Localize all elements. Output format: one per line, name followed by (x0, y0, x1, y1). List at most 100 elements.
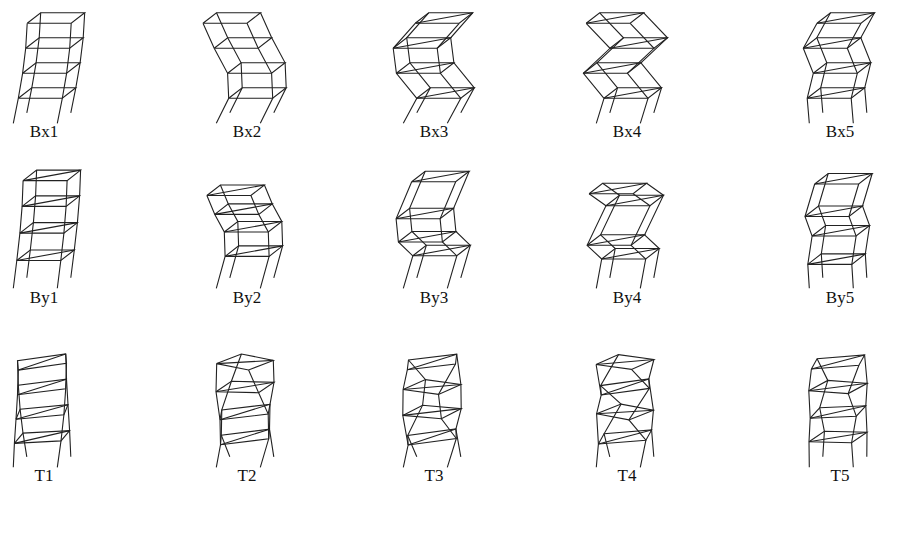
frame-mode-shape (596, 355, 654, 468)
mode-label: By4 (613, 288, 641, 308)
mode-label: Bx5 (826, 122, 854, 142)
frame-member (415, 13, 473, 23)
frame-member (456, 354, 461, 457)
frame-mode-shape (13, 170, 80, 288)
frame-member (810, 406, 866, 418)
frame-member (396, 208, 454, 219)
frame-member (396, 182, 413, 289)
frame-member (403, 380, 461, 395)
frame-member (604, 88, 662, 99)
frame-member (23, 170, 81, 181)
frame-member (407, 354, 456, 370)
frame-member (610, 38, 668, 49)
frame-member (601, 379, 649, 395)
frame-member (812, 226, 870, 237)
mode-label: T1 (35, 466, 54, 486)
frame-member (815, 174, 873, 185)
frame-member (398, 232, 456, 243)
frame-member (589, 183, 647, 194)
frame-member (809, 380, 867, 393)
frame-member (220, 404, 270, 419)
frame-member (403, 409, 461, 416)
frame-member (817, 13, 875, 23)
frame-member (583, 63, 641, 74)
frame-member (264, 185, 282, 278)
frame-member (596, 355, 654, 370)
frame-member (597, 410, 654, 413)
frame-member (809, 383, 867, 390)
frame-member (396, 63, 454, 74)
mode-label: T2 (238, 466, 257, 486)
frame-member (415, 13, 473, 23)
frame-member (214, 38, 272, 49)
frame-member (407, 354, 456, 370)
frame-member (810, 406, 866, 418)
frame-member (217, 354, 274, 370)
mode-label: Bx4 (613, 122, 641, 142)
frame-member (805, 206, 863, 217)
frame-member (13, 181, 23, 289)
frame-member (809, 431, 867, 442)
frame-member (228, 63, 286, 74)
frame-member (216, 382, 274, 391)
frame-member (220, 404, 270, 419)
frame-member (20, 223, 78, 234)
mode-label: T4 (618, 466, 637, 486)
frame-member (408, 429, 457, 445)
frame-member (811, 355, 864, 369)
frame-member (586, 13, 644, 23)
frame-mode-shape (403, 354, 461, 467)
frame-member (396, 63, 454, 74)
frame-member (805, 206, 863, 217)
frame-member (597, 404, 654, 420)
frame-member (598, 430, 651, 444)
frame-member (803, 38, 861, 49)
frame-member (215, 204, 272, 215)
frame-member (606, 195, 664, 206)
frame-member (229, 88, 287, 99)
frame-mode-shape (216, 354, 274, 467)
frame-member (26, 38, 83, 49)
frame-member (221, 429, 270, 445)
frame-member (610, 38, 668, 49)
frame-member (27, 13, 84, 23)
mode-label: By5 (826, 288, 854, 308)
frame-member (251, 196, 269, 289)
mode-label: By3 (420, 288, 448, 308)
frame-member (815, 174, 873, 185)
frame-member (811, 355, 864, 369)
frame-member (812, 226, 870, 237)
frame-member (596, 360, 654, 365)
frame-member (454, 171, 471, 278)
frame-member (23, 170, 81, 181)
frame-member (216, 364, 221, 468)
frame-member (587, 235, 645, 246)
frame-member (396, 208, 454, 219)
frame-member (225, 246, 283, 257)
frame-member (203, 23, 229, 123)
frame-mode-shape (396, 171, 470, 288)
frame-member (413, 245, 471, 256)
frame-member (817, 13, 875, 23)
frame-member (22, 196, 80, 207)
frame-member (207, 185, 265, 196)
frame-member (18, 354, 65, 370)
frame-member (417, 88, 475, 99)
frame-mode-shape (809, 355, 867, 467)
frame-member (398, 232, 456, 243)
frame-member (583, 63, 641, 74)
frame-member (403, 405, 461, 419)
mode-label: Bx1 (30, 122, 58, 142)
frame-member (808, 254, 866, 265)
frame-member (16, 405, 68, 420)
mode-label: T5 (831, 466, 850, 486)
frame-member (807, 88, 865, 99)
frame-member (412, 171, 470, 182)
frame-member (215, 204, 272, 215)
frame-member (649, 360, 654, 457)
frame-member (807, 88, 865, 99)
frame-member (598, 430, 651, 444)
frame-member (602, 249, 660, 260)
mode-label: By1 (30, 288, 58, 308)
frame-member (18, 379, 67, 395)
